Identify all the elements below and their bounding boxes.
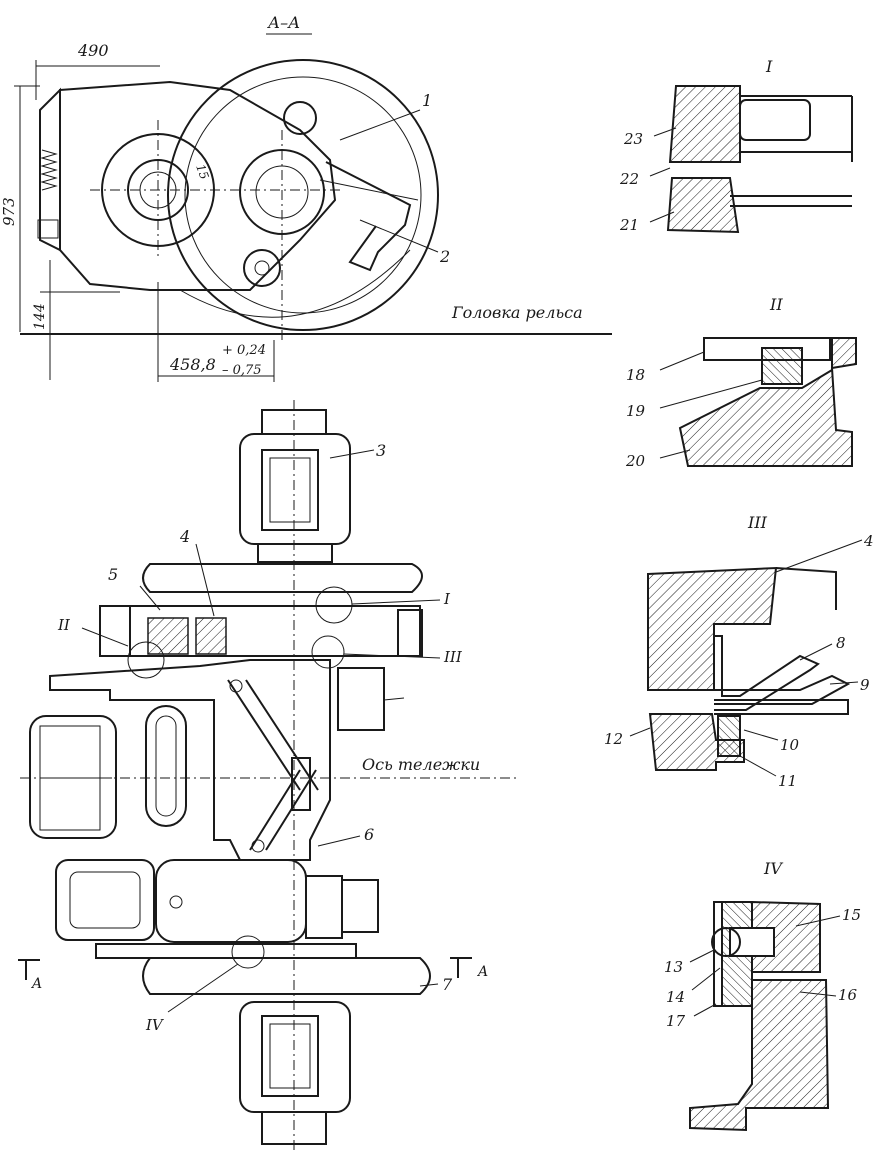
part-label-7: 7: [442, 975, 453, 994]
part-label-23: 23: [623, 130, 643, 148]
bogie-axis-label: Ось тележки: [362, 755, 480, 774]
part-label-18: 18: [626, 366, 645, 384]
detail-view-IV: IV 15 13 14 16 17: [664, 859, 861, 1132]
part-label-4: 4: [179, 527, 190, 546]
dimension-tol-minus: – 0,75: [222, 363, 262, 378]
rail-head-label: Головка рельса: [451, 303, 583, 322]
part-label-5: 5: [108, 565, 118, 584]
part-label-14: 14: [666, 988, 685, 1006]
dimension-height-low: 144: [32, 303, 48, 330]
part-label-10: 10: [780, 736, 800, 754]
detail-view-II: II 18 19 20: [625, 295, 857, 470]
part-label-9: 9: [860, 676, 870, 694]
detail-title-IV: IV: [763, 859, 783, 878]
section-mark-right: A: [476, 964, 488, 980]
part-label-6: 6: [364, 825, 374, 844]
detail-title-I: I: [765, 57, 773, 76]
section-mark-left: A: [30, 976, 42, 992]
detail-title-III: III: [747, 513, 768, 532]
part-label-17: 17: [666, 1012, 686, 1030]
part-label-15: 15: [842, 906, 861, 924]
part-label-2: 2: [439, 247, 450, 266]
dimension-height-total: 973: [0, 197, 18, 226]
part-label-11: 11: [778, 772, 797, 790]
detail-callout-I: I: [443, 590, 451, 608]
detail-view-I: I 23 22 21: [619, 57, 853, 234]
dimension-tol-plus: + 0,24: [222, 343, 266, 358]
dimension-center-distance: 458,8: [169, 355, 216, 374]
detail-title-II: II: [769, 295, 783, 314]
dimension-width-top: 490: [77, 41, 109, 60]
part-label-8: 8: [836, 634, 846, 652]
part-label-1: 1: [422, 91, 432, 110]
part-label-21: 21: [619, 216, 639, 234]
detail-callout-IV: IV: [145, 1016, 165, 1034]
section-a-a-view: А–А 490 973 144 Головка рельса: [0, 13, 612, 382]
angle-mark-15: 15: [193, 162, 211, 181]
part-label-20: 20: [625, 452, 646, 470]
part-label-16: 16: [838, 986, 858, 1004]
part-label-3: 3: [376, 441, 386, 460]
part-label-13: 13: [664, 958, 683, 976]
detail-callout-II: II: [57, 616, 71, 634]
detail-callout-III: III: [443, 648, 463, 666]
section-title: А–А: [267, 13, 300, 32]
part-label-4b: 4: [863, 532, 874, 550]
detail-view-III: III 4 8 9 10 11 12: [604, 513, 874, 790]
plan-view: 3 5 4 I II III IV: [18, 400, 520, 1150]
part-label-12: 12: [604, 730, 623, 748]
part-label-22: 22: [619, 170, 639, 188]
part-label-19: 19: [626, 402, 646, 420]
